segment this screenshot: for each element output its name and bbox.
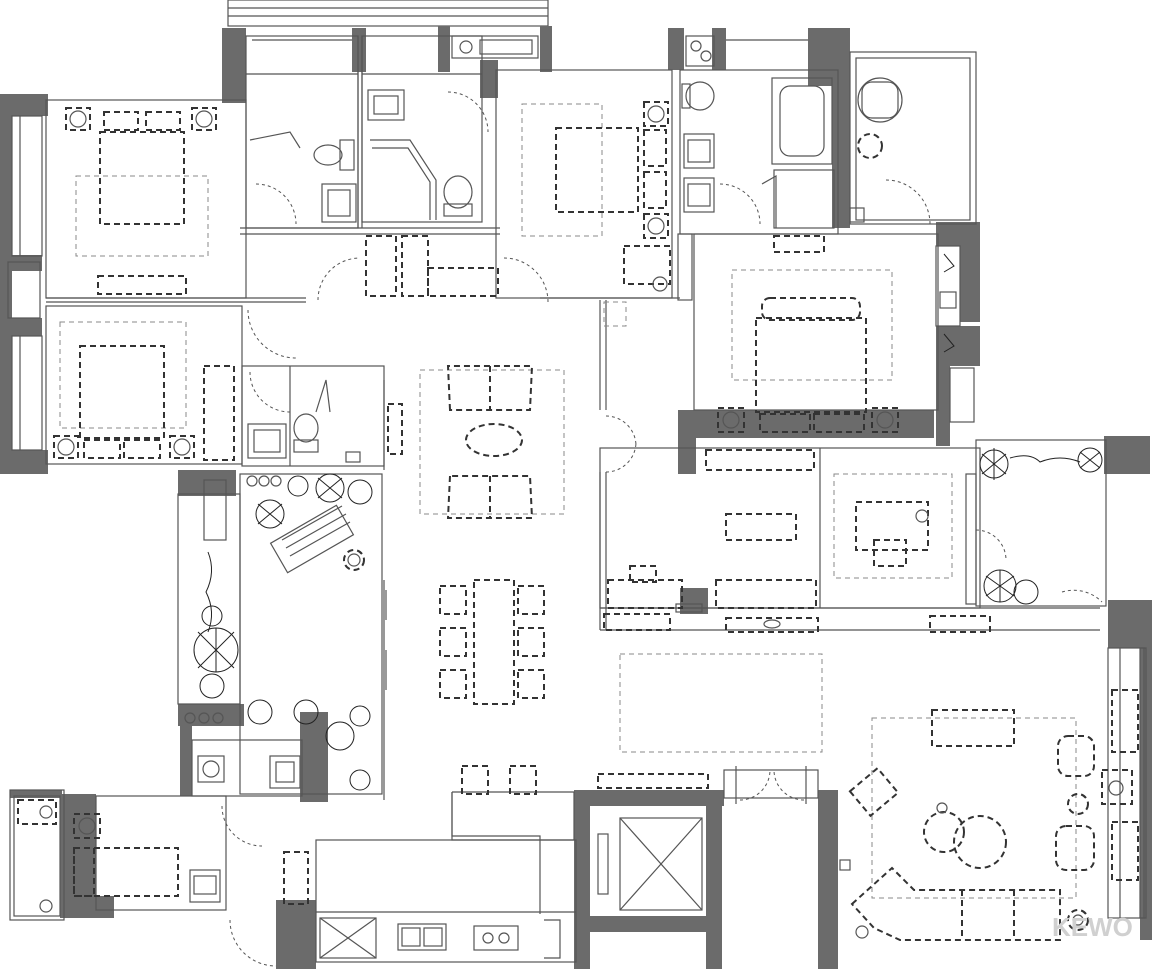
right-balcony xyxy=(849,77,975,423)
bed-icon xyxy=(73,847,179,897)
sink-icon xyxy=(247,423,287,459)
entry xyxy=(735,766,807,804)
toilet-icon xyxy=(313,139,355,171)
top-railing xyxy=(228,7,548,17)
kitchen xyxy=(316,911,576,959)
bed-icon xyxy=(555,127,667,213)
bedroom-4 xyxy=(17,799,309,913)
elevator-icon xyxy=(597,773,709,911)
toilet-icon xyxy=(197,755,225,783)
bed-icon xyxy=(755,297,867,433)
sink-icon xyxy=(397,923,447,951)
dining-area xyxy=(439,579,823,795)
door-swings xyxy=(221,91,1103,967)
bed-icon xyxy=(99,111,185,225)
bathroom-2 xyxy=(247,379,361,463)
armchair-icon xyxy=(857,77,903,123)
lower-left-bath xyxy=(197,755,301,789)
lounge-area xyxy=(387,365,565,519)
bedroom-1 xyxy=(7,107,217,319)
master-bedroom xyxy=(717,269,899,433)
bedroom-2 xyxy=(11,321,235,461)
sofa-icon xyxy=(446,365,534,519)
interior-walls xyxy=(9,35,1145,963)
study xyxy=(603,449,991,633)
sink-icon xyxy=(367,89,405,121)
master-bath xyxy=(681,35,835,253)
sink-icon xyxy=(321,183,357,223)
sink-icon xyxy=(683,133,715,213)
stove-icon xyxy=(473,925,519,951)
bathroom-1 xyxy=(249,35,539,297)
right-garden xyxy=(965,447,1103,605)
lounge-chair xyxy=(269,504,355,574)
left-garden xyxy=(184,473,387,791)
plant-icon xyxy=(979,447,1103,605)
plant-icon xyxy=(193,473,373,791)
dining-table-icon xyxy=(473,579,515,705)
sofa-icon xyxy=(850,866,1061,941)
armchair-icon xyxy=(848,735,1095,871)
living-room xyxy=(848,647,1147,941)
watermark-logo: KEWO xyxy=(1052,912,1133,942)
toilet-icon xyxy=(443,175,473,217)
toilet-icon xyxy=(681,81,715,111)
toilet-icon xyxy=(293,413,319,453)
bedroom-3 xyxy=(521,101,693,327)
sink-icon xyxy=(269,755,301,789)
bathtub-icon xyxy=(771,77,833,165)
bed-icon xyxy=(79,345,165,459)
